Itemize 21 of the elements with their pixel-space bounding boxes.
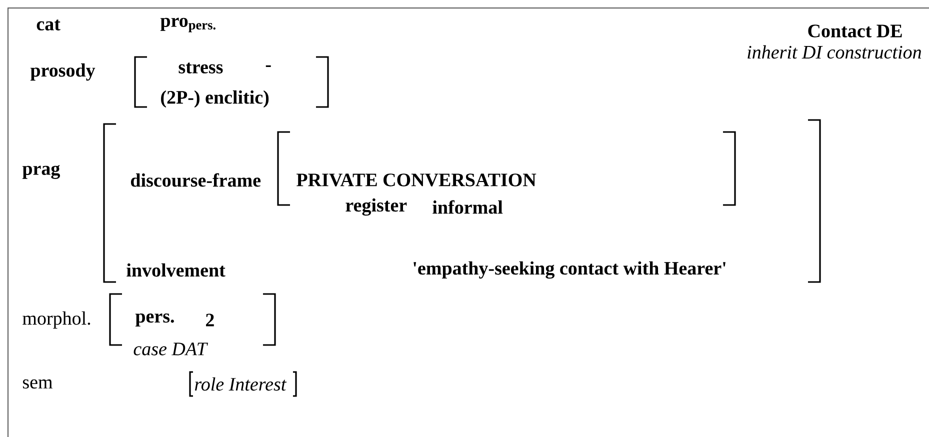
feature-value: - <box>266 65 271 67</box>
feature-value: 2 <box>206 314 214 326</box>
inheritance-note: inherit DI construction <box>748 45 922 59</box>
feature-name: register <box>346 198 407 216</box>
feature-name: sem <box>22 379 52 389</box>
feature-name: stress <box>178 62 223 74</box>
feature-value: PRIVATE CONVERSATION <box>296 174 536 186</box>
feature-name: involvement <box>126 263 226 277</box>
feature-value: informal <box>432 200 503 214</box>
feature-value: 'empathy-seeking contact with Hearer' <box>414 261 726 279</box>
feature-name: pers. <box>135 313 174 327</box>
feature-name: prag <box>22 165 60 179</box>
feature-name: cat <box>36 20 60 30</box>
feature-name: discourse-frame <box>130 173 261 187</box>
feature-name: morphol. <box>22 311 90 329</box>
feature-value: pro$_{pers.}$ <box>160 18 216 32</box>
feature-name: prosody <box>30 63 96 81</box>
feature-value: case DAT <box>134 342 208 356</box>
feature-value: role Interest <box>194 377 287 391</box>
feature-value: (2P-) enclitic) <box>161 90 269 108</box>
construction-title: Contact DE <box>808 24 902 38</box>
